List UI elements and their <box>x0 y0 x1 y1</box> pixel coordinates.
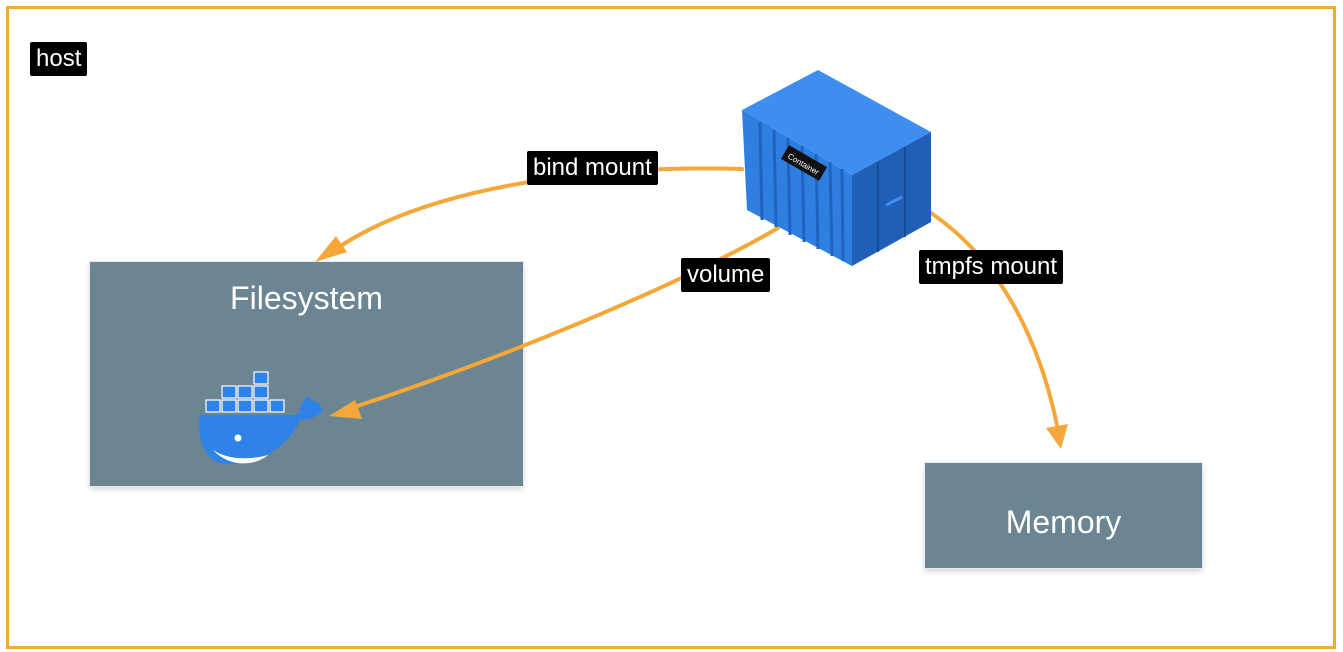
tmpfs-mount-label: tmpfs mount <box>919 250 1064 284</box>
memory-title: Memory <box>1005 504 1122 540</box>
host-frame <box>6 6 1336 649</box>
tmpfs-arrow <box>929 211 1068 449</box>
volume-arrow <box>329 226 780 419</box>
container-icon: Container <box>742 70 931 266</box>
bind-mount-label: bind mount <box>527 151 658 185</box>
memory-box: Memory <box>925 463 1202 568</box>
filesystem-title: Filesystem <box>230 280 383 316</box>
host-label: host <box>30 42 88 76</box>
docker-whale-icon <box>199 371 322 465</box>
volume-label: volume <box>681 258 771 292</box>
